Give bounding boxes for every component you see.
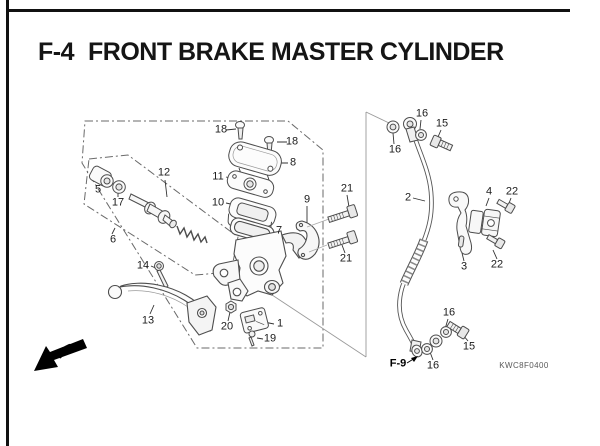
part-2-hose xyxy=(397,117,434,358)
part-callout: 18 xyxy=(285,135,299,148)
hose-connector-lines xyxy=(262,111,390,358)
part-callout: 9 xyxy=(303,193,311,206)
part-8-cap xyxy=(228,141,282,176)
part-callout: 18 xyxy=(214,123,228,136)
page-title-text: FRONT BRAKE MASTER CYLINDER xyxy=(88,38,504,66)
part-4-clamp xyxy=(468,208,501,238)
part-callout: 19 xyxy=(263,332,277,345)
part-17-washer xyxy=(112,180,126,194)
part-9-clamp xyxy=(295,220,320,260)
outer-boundary xyxy=(81,120,324,349)
part-21-bolt xyxy=(306,204,359,253)
section-code: F-4 xyxy=(38,38,75,66)
part-callout: 7 xyxy=(275,224,283,237)
part-callout: 5 xyxy=(94,183,102,196)
page-title: F-4 FRONT BRAKE MASTER CYLINDER xyxy=(38,38,504,67)
part-11-plate xyxy=(226,170,275,198)
part-callout: 10 xyxy=(211,196,225,209)
part-15-bolt xyxy=(429,134,470,340)
figure-code: KWC8F0400 xyxy=(499,361,549,370)
part-12-spring xyxy=(176,225,208,244)
part-1-switch xyxy=(239,307,269,334)
fr-arrow xyxy=(34,339,87,371)
part-callout: 14 xyxy=(136,259,150,272)
reference-label-f9: F-9 xyxy=(389,357,407,370)
part-callout: 6 xyxy=(109,233,117,246)
part-callout: 21 xyxy=(339,252,353,265)
part-13-lever xyxy=(107,282,217,336)
part-12-piston xyxy=(128,193,177,229)
part-callout: 21 xyxy=(340,182,354,195)
part-callout: 15 xyxy=(435,117,449,130)
part-callout: 11 xyxy=(212,170,224,183)
part-16-washer xyxy=(386,120,452,355)
part-callout: 3 xyxy=(460,260,468,273)
part-callout: 15 xyxy=(462,340,476,353)
master-cylinder-body xyxy=(212,217,308,302)
part-19-screw xyxy=(248,330,256,347)
part-14-pivot-bolt xyxy=(154,261,169,289)
part-callout: 2 xyxy=(404,191,412,204)
part-22-screw xyxy=(486,198,516,250)
part-callout: 20 xyxy=(220,320,234,333)
part-callout: 16 xyxy=(426,359,440,372)
part-3-bracket xyxy=(448,191,473,255)
part-callout: 16 xyxy=(415,107,429,120)
part-callout: 12 xyxy=(157,166,171,179)
part-callout: 4 xyxy=(485,185,493,198)
part-callout: 22 xyxy=(505,185,519,198)
page-border-left xyxy=(6,0,9,446)
f9-arrow xyxy=(406,356,418,364)
part-20-nut xyxy=(225,300,237,314)
part-callout: 16 xyxy=(388,143,402,156)
part-callout: 13 xyxy=(141,314,155,327)
part-callout: 8 xyxy=(289,156,297,169)
page-border-top xyxy=(6,9,570,12)
part-callout: 17 xyxy=(111,196,125,209)
part-callout: 16 xyxy=(442,306,456,319)
part-callout: 22 xyxy=(490,258,504,271)
part-callout: 1 xyxy=(276,317,284,330)
part-5-boot xyxy=(88,165,114,188)
